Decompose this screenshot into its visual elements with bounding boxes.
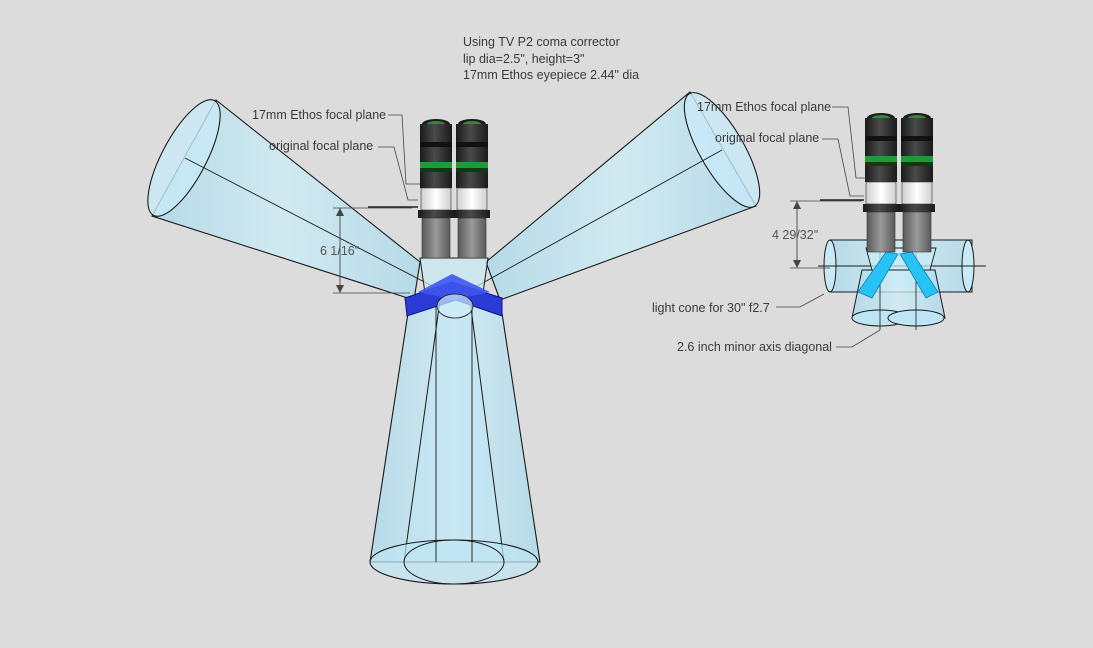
light-cone-label: light cone for 30" f2.7 bbox=[652, 301, 770, 315]
minor-axis-diagonal-label: 2.6 inch minor axis diagonal bbox=[677, 340, 832, 354]
design-notes: Using TV P2 coma corrector lip dia=2.5",… bbox=[463, 34, 639, 84]
right-diagonal-mirror-1 bbox=[857, 251, 899, 299]
right-eyepiece-1 bbox=[862, 112, 900, 253]
left-eyepiece-2 bbox=[453, 118, 491, 259]
note-line-3: 17mm Ethos eyepiece 2.44" dia bbox=[463, 68, 640, 82]
right-ethos-focal-plane-label: 17mm Ethos focal plane bbox=[697, 100, 832, 114]
left-assembly bbox=[147, 91, 761, 585]
left-dimension-label: 6 1/16" bbox=[320, 244, 360, 258]
right-diagonal-mirror-2 bbox=[899, 251, 939, 299]
left-ethos-focal-plane-label: 17mm Ethos focal plane bbox=[252, 108, 387, 122]
note-line-1: Using TV P2 coma corrector bbox=[463, 35, 620, 49]
left-original-focal-plane-label: original focal plane bbox=[269, 139, 374, 153]
right-assembly bbox=[776, 106, 986, 348]
right-dimension-label: 4 29/32" bbox=[772, 228, 819, 242]
right-original-focal-plane-label: original focal plane bbox=[715, 131, 820, 145]
note-line-2: lip dia=2.5", height=3" bbox=[463, 51, 585, 66]
right-eyepiece-2 bbox=[898, 112, 936, 253]
upper-left-cone-end bbox=[147, 99, 221, 217]
left-eyepiece-1 bbox=[417, 118, 455, 259]
